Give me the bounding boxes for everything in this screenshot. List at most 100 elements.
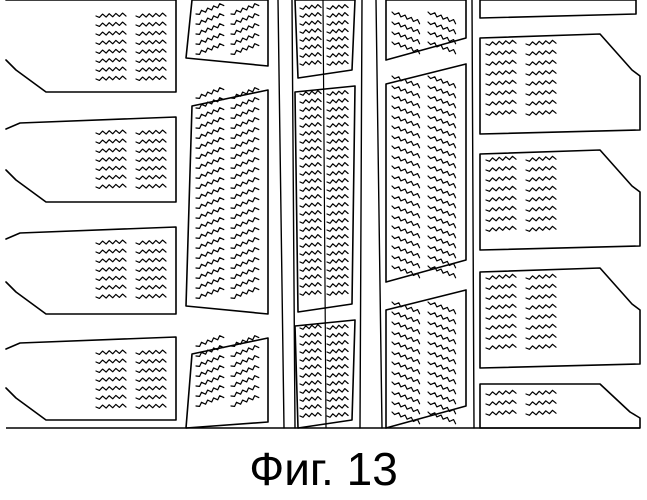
right-shoulder-sipe bbox=[486, 196, 516, 201]
central-sipe bbox=[327, 179, 348, 184]
right-inner-sipe bbox=[428, 76, 456, 88]
left-inner-block bbox=[186, 0, 268, 66]
left-shoulder-sipe bbox=[96, 350, 126, 354]
central-sipe bbox=[300, 243, 321, 248]
central-sipe bbox=[327, 235, 348, 240]
left-shoulder-sipe bbox=[136, 404, 166, 408]
central-sipe bbox=[300, 155, 321, 160]
left-shoulder-sipe bbox=[96, 148, 126, 152]
left-inner-sipe bbox=[196, 346, 224, 357]
left-shoulder-sipe bbox=[136, 40, 166, 44]
right-inner-sipe bbox=[392, 226, 420, 238]
right-inner-sipe bbox=[392, 246, 420, 258]
right-shoulder-sipe bbox=[486, 100, 516, 105]
central-sipe bbox=[327, 29, 348, 34]
right-inner-sipe bbox=[392, 392, 420, 404]
right-inner-sipe bbox=[428, 392, 456, 404]
central-sipe bbox=[300, 171, 321, 176]
right-inner-sipe bbox=[428, 22, 456, 34]
central-sipe bbox=[327, 243, 348, 248]
left-inner-sipe bbox=[231, 288, 259, 299]
right-shoulder-sipe bbox=[526, 206, 556, 211]
left-inner-sipe bbox=[196, 336, 224, 347]
left-shoulder-sipe bbox=[136, 258, 166, 262]
central-sipe bbox=[327, 357, 348, 362]
left-shoulder-sipe bbox=[96, 130, 126, 134]
left-inner-sipe bbox=[196, 4, 224, 15]
central-sipe bbox=[327, 275, 348, 280]
right-inner-sipe bbox=[428, 126, 456, 138]
left-inner-sipe bbox=[196, 366, 224, 377]
central-sipe bbox=[300, 405, 321, 410]
right-inner-sipe bbox=[392, 86, 420, 98]
central-sipe bbox=[300, 131, 321, 136]
right-shoulder-sipe bbox=[486, 284, 516, 289]
left-inner-sipe bbox=[231, 188, 259, 199]
central-sipe bbox=[327, 107, 348, 112]
left-shoulder-sipe bbox=[96, 13, 126, 17]
left-shoulder-sipe bbox=[96, 258, 126, 262]
right-shoulder-sipe bbox=[526, 166, 556, 171]
left-shoulder-sipe bbox=[136, 31, 166, 35]
central-sipe bbox=[327, 203, 348, 208]
left-shoulder-sipe bbox=[136, 49, 166, 53]
central-sipe bbox=[327, 37, 348, 42]
central-sipe bbox=[327, 61, 348, 66]
left-inner-sipe bbox=[231, 4, 259, 15]
central-sipe bbox=[300, 123, 321, 128]
left-shoulder-sipe bbox=[96, 40, 126, 44]
left-inner-sipe bbox=[231, 366, 259, 377]
central-sipe bbox=[327, 155, 348, 160]
left-inner-sipe bbox=[196, 248, 224, 259]
right-shoulder-sipe bbox=[526, 400, 556, 405]
right-inner-sipe bbox=[392, 402, 420, 414]
groove-edge-line bbox=[360, 0, 362, 428]
central-sipe bbox=[300, 187, 321, 192]
right-shoulder-sipe bbox=[526, 110, 556, 115]
central-sipe bbox=[300, 107, 321, 112]
right-shoulder-sipe bbox=[486, 186, 516, 191]
left-inner-sipe bbox=[196, 158, 224, 169]
central-block bbox=[295, 0, 355, 78]
right-shoulder-sipe bbox=[486, 314, 516, 319]
left-inner-sipe bbox=[196, 218, 224, 229]
left-shoulder-sipe bbox=[136, 350, 166, 354]
left-shoulder-sipe bbox=[136, 249, 166, 253]
left-inner-block bbox=[186, 90, 268, 314]
central-sipe bbox=[300, 139, 321, 144]
left-shoulder-sipe bbox=[136, 76, 166, 80]
right-shoulder-sipe bbox=[526, 90, 556, 95]
central-sipe bbox=[300, 413, 321, 418]
right-inner-sipe bbox=[428, 96, 456, 108]
left-shoulder-sipe bbox=[136, 184, 166, 188]
left-inner-sipe bbox=[231, 168, 259, 179]
figure-caption: Фиг. 13 bbox=[0, 438, 647, 500]
left-inner-sipe bbox=[231, 148, 259, 159]
central-sipe bbox=[300, 147, 321, 152]
left-inner-sipe bbox=[196, 138, 224, 149]
left-inner-sipe bbox=[196, 168, 224, 179]
right-shoulder-sipe bbox=[526, 274, 556, 279]
left-inner-block bbox=[186, 338, 268, 428]
left-shoulder-sipe bbox=[96, 395, 126, 399]
right-inner-sipe bbox=[428, 216, 456, 228]
left-inner-sipe bbox=[196, 44, 224, 55]
central-sipe bbox=[327, 21, 348, 26]
left-shoulder-sipe bbox=[136, 175, 166, 179]
central-sipe bbox=[327, 219, 348, 224]
right-shoulder-sipe bbox=[486, 176, 516, 181]
left-shoulder-sipe bbox=[136, 67, 166, 71]
central-sipe bbox=[327, 195, 348, 200]
right-inner-sipe bbox=[392, 206, 420, 218]
right-shoulder-sipe bbox=[526, 284, 556, 289]
left-inner-sipe bbox=[196, 88, 224, 99]
right-inner-sipe bbox=[392, 156, 420, 168]
right-shoulder-sipe bbox=[526, 60, 556, 65]
right-shoulder-sipe bbox=[526, 226, 556, 231]
left-shoulder-sipe bbox=[96, 139, 126, 143]
left-inner-sipe bbox=[196, 108, 224, 119]
left-inner-sipe bbox=[196, 98, 224, 109]
right-inner-sipe bbox=[428, 12, 456, 24]
right-inner-sipe bbox=[428, 332, 456, 344]
right-shoulder-sipe bbox=[486, 274, 516, 279]
